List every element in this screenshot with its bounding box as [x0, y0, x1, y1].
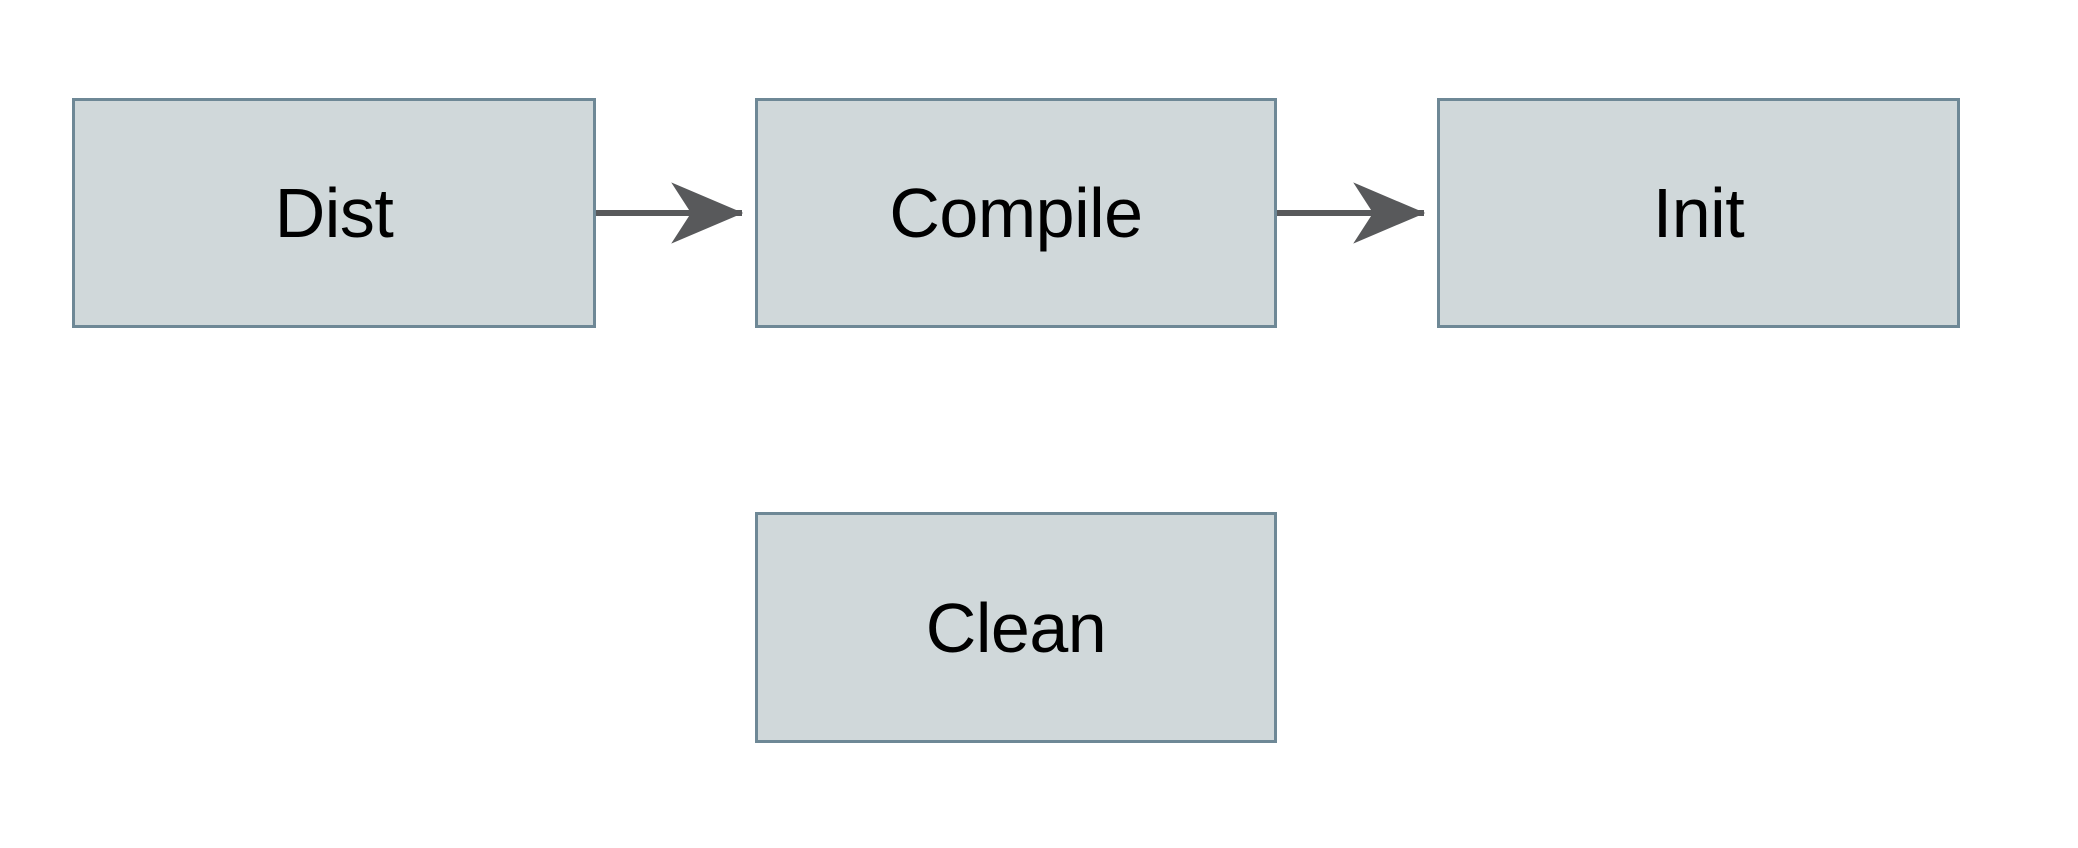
node-dist[interactable]: Dist	[72, 98, 596, 328]
node-dist-label: Dist	[274, 174, 394, 252]
node-compile-label: Compile	[889, 174, 1143, 252]
node-init-label: Init	[1652, 174, 1745, 252]
node-init[interactable]: Init	[1437, 98, 1960, 328]
node-clean-label: Clean	[925, 588, 1107, 667]
node-clean[interactable]: Clean	[755, 512, 1277, 743]
node-compile[interactable]: Compile	[755, 98, 1277, 328]
